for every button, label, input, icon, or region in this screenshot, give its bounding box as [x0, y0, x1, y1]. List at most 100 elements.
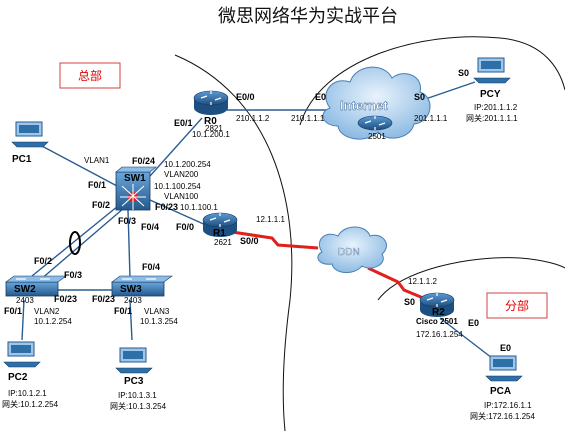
- pc1-icon: [11, 121, 49, 148]
- port-sw2-f023: F0/23: [54, 294, 77, 304]
- port-sw3-f023: F0/23: [92, 294, 115, 304]
- router-r2-name: R2: [432, 307, 445, 318]
- internet-label: Internet: [340, 98, 388, 113]
- port-r0-e00: E0/0: [236, 92, 255, 102]
- port-r0-e01: E0/1: [174, 118, 193, 128]
- hq-boundary-line: [174, 54, 293, 431]
- link-pc1-sw1: [39, 144, 118, 187]
- etherchannel-bundle-icon: [69, 231, 81, 255]
- port-sw2-f02: F0/2: [34, 256, 52, 266]
- port-r1-s00: S0/0: [240, 236, 259, 246]
- port-r2-s0: S0: [404, 297, 415, 307]
- multilayer-switch-sw1-icon: [115, 166, 157, 211]
- internet-cloud-icon: [322, 66, 431, 140]
- link-r2-pca: [439, 317, 493, 359]
- pcy-icon: [473, 57, 511, 84]
- port-sw1-f023: F0/23: [155, 202, 178, 212]
- pc3-name: PC3: [124, 376, 144, 387]
- label-vlan2: VLAN2: [34, 307, 60, 316]
- port-r1-f00: F0/0: [176, 222, 194, 232]
- link-sw2-pc2: [21, 299, 25, 341]
- port-sw1-f04: F0/4: [141, 222, 159, 232]
- addr-r0-e00: 210.1.1.2: [236, 114, 270, 123]
- switch-sw2-name: SW2: [14, 284, 36, 295]
- switch-sw1-name: SW1: [124, 173, 146, 184]
- addr-sw3-vlan3: 10.1.3.254: [140, 317, 178, 326]
- router-r0-name: R0: [204, 116, 217, 127]
- pc3-icon: [115, 347, 153, 374]
- label-vlan100: VLAN100: [164, 192, 199, 201]
- pcy-ip: IP:201.1.1.2: [474, 103, 518, 112]
- label-vlan3: VLAN3: [144, 307, 170, 316]
- port-internet-s0: S0: [414, 92, 425, 102]
- link-sw3-pc3: [129, 299, 133, 341]
- pc2-name: PC2: [8, 372, 28, 383]
- pc3-gateway: 网关:10.1.3.254: [110, 401, 167, 411]
- port-sw3-f01: F0/1: [114, 306, 132, 316]
- switch-sw3-model: 2403: [124, 296, 142, 305]
- serial-link-ddn-r2: [367, 266, 429, 302]
- pca-name: PCA: [490, 386, 511, 397]
- ddn-cloud-icon: [317, 226, 387, 273]
- hq-area-label: 总部: [78, 68, 102, 83]
- switch-sw2-model: 2403: [16, 296, 34, 305]
- switch-sw2-icon: [5, 275, 67, 297]
- port-internet-e0: E0: [315, 92, 326, 102]
- router-r0-model: 2821: [205, 124, 223, 133]
- pc2-ip: IP:10.1.2.1: [8, 389, 47, 398]
- pca-gateway: 网关:172.16.1.254: [470, 411, 535, 421]
- branch-area-label: 分部: [505, 298, 529, 313]
- addr-sw1-vlan200: 10.1.200.254: [164, 160, 211, 169]
- isp-router-model: 2501: [368, 132, 386, 141]
- switch-sw3-name: SW3: [120, 284, 142, 295]
- pc2-icon: [3, 341, 41, 368]
- addr-r2-e0: 172.16.1.254: [416, 330, 463, 339]
- addr-sw1-vlan100: 10.1.100.254: [154, 182, 201, 191]
- pcy-gateway: 网关:201.1.1.1: [466, 113, 518, 123]
- link-sw1-r1: [149, 199, 209, 227]
- label-vlan1: VLAN1: [84, 156, 110, 165]
- addr-r1-f00: 10.1.100.1: [180, 203, 218, 212]
- port-sw2-f01: F0/1: [4, 306, 22, 316]
- link-sw1-sw3: [127, 209, 131, 279]
- addr-r0-e01: 10.1.200.1: [192, 130, 230, 139]
- port-pca-e0: E0: [500, 343, 511, 353]
- switch-sw3-icon: [111, 275, 173, 297]
- hq-area-box: [59, 62, 121, 89]
- port-sw2-f03: F0/3: [64, 270, 82, 280]
- router-r2-icon: [419, 292, 455, 317]
- addr-r2-s0: 12.1.1.2: [408, 277, 437, 286]
- port-sw3-f04: F0/4: [142, 262, 160, 272]
- branch-area-box: [486, 292, 548, 319]
- internet-boundary-line: [299, 36, 565, 126]
- serial-link-r1-ddn: [231, 230, 319, 250]
- pc1-name: PC1: [12, 154, 32, 165]
- router-r1-icon: [202, 212, 238, 237]
- router-r1-name: R1: [213, 228, 226, 239]
- port-sw1-f024: F0/24: [132, 156, 155, 166]
- link-sw1-sw2-b: [39, 207, 125, 281]
- addr-sw2-vlan2: 10.1.2.254: [34, 317, 72, 326]
- link-sw1-r0: [149, 117, 203, 177]
- port-sw1-f01: F0/1: [88, 180, 106, 190]
- router-r1-model: 2621: [214, 238, 232, 247]
- pca-ip: IP:172.16.1.1: [484, 401, 532, 410]
- addr-r1-s00: 12.1.1.1: [256, 215, 285, 224]
- port-r2-e0: E0: [468, 318, 479, 328]
- pc3-ip: IP:10.1.3.1: [118, 391, 157, 400]
- link-sw1-sw2-a: [31, 205, 119, 277]
- addr-internet-s0: 201.1.1.1: [414, 114, 448, 123]
- port-sw1-f02: F0/2: [92, 200, 110, 210]
- page-title: 微思网络华为实战平台: [218, 6, 398, 27]
- router-r2-model: Cisco 2501: [416, 317, 458, 326]
- pc2-gateway: 网关:10.1.2.254: [2, 399, 59, 409]
- port-sw1-f03: F0/3: [118, 216, 136, 226]
- addr-internet-e0: 210.1.1.1: [291, 114, 325, 123]
- port-pcy-s0: S0: [458, 68, 469, 78]
- ddn-label: DDN: [338, 247, 360, 258]
- branch-boundary-line: [377, 257, 565, 301]
- label-vlan200: VLAN200: [164, 170, 199, 179]
- router-r0-icon: [193, 90, 229, 115]
- pca-icon: [485, 355, 523, 382]
